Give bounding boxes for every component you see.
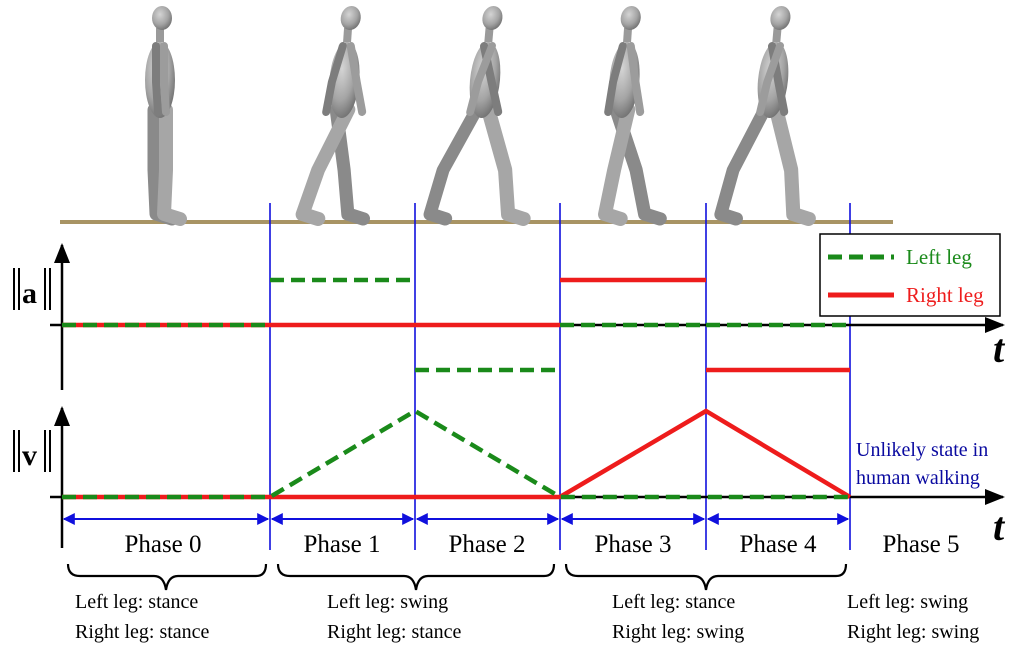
legend-right-leg-label: Right leg: [906, 283, 984, 307]
legend-left-leg-label: Left leg: [906, 245, 972, 269]
legend-box: [819, 233, 1001, 317]
time-label-accel: t: [993, 326, 1006, 371]
chart-series: [62, 277, 852, 500]
accel-axis-label: a: [13, 268, 51, 310]
phases34-left-leg-state: Left leg: stance: [612, 591, 735, 613]
phase5-right-leg-state: Right leg: swing: [847, 621, 979, 643]
unlikely-state-note-line2: human walking: [856, 467, 980, 489]
vel-axis-label: v: [13, 430, 51, 472]
phase-label-5: Phase 5: [882, 531, 959, 558]
legend: Left leg Right leg: [819, 233, 1001, 317]
phases12-left-leg-state: Left leg: swing: [327, 591, 448, 613]
phase0-right-leg-state: Right leg: stance: [75, 621, 210, 643]
phase-label-2: Phase 2: [448, 531, 525, 558]
left-leg-velocity-line: [62, 408, 850, 500]
phase-braces: [66, 563, 848, 591]
phase5-left-leg-state: Left leg: swing: [847, 591, 968, 613]
phases34-right-leg-state: Right leg: swing: [612, 621, 744, 643]
brace-phases-1-2: [276, 563, 556, 591]
phase0-left-leg-state: Left leg: stance: [75, 591, 198, 613]
unlikely-state-note-line1: Unlikely state in: [856, 439, 988, 461]
right-leg-velocity-line: [62, 408, 852, 500]
time-label-vel: t: [993, 504, 1006, 549]
phase-label-3: Phase 3: [594, 531, 671, 558]
brace-phase-0: [66, 563, 268, 591]
phase-label-4: Phase 4: [739, 531, 817, 558]
walking-figure-3-icon: [598, 6, 667, 226]
walking-figure-0-icon: [145, 6, 187, 226]
phase-label-1: Phase 1: [303, 531, 380, 558]
walking-figure-2-icon: [423, 6, 531, 226]
vel-symbol: v: [22, 439, 37, 472]
walking-figure-1-icon: [295, 6, 371, 226]
walking-figure-4-icon: [714, 6, 816, 226]
phases12-right-leg-state: Right leg: stance: [327, 621, 462, 643]
phase-label-0: Phase 0: [124, 531, 201, 558]
brace-phases-3-4: [564, 563, 848, 591]
walking-figures: [145, 6, 816, 226]
accel-symbol: a: [22, 277, 37, 310]
